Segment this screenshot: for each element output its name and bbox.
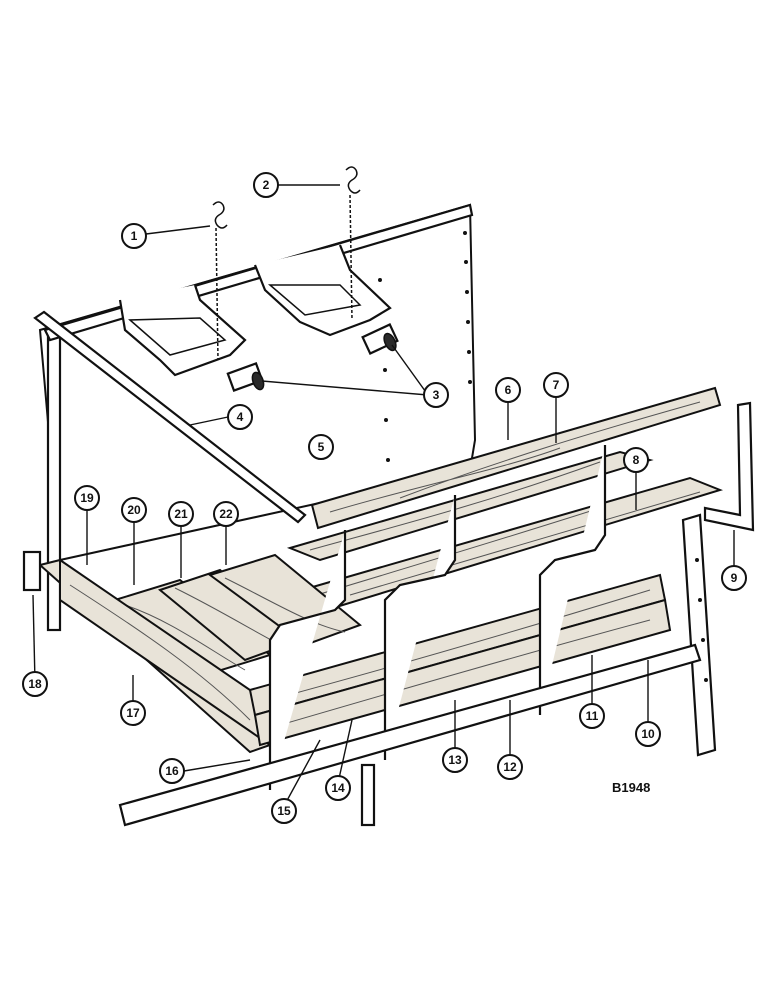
callout-16-label: 16 (165, 764, 179, 778)
front-short-post (360, 763, 376, 827)
floor-slats (112, 553, 362, 677)
callout-11-label: 11 (586, 709, 599, 723)
callout-13-label: 13 (448, 753, 462, 767)
callout-12-label: 12 (503, 760, 517, 774)
callout-4-label: 4 (237, 410, 244, 424)
callout-10-label: 10 (641, 727, 655, 741)
slant-rod (33, 310, 307, 524)
callout-17-label: 17 (126, 706, 140, 720)
callout-6-label: 6 (505, 383, 512, 397)
callout-15-label: 15 (277, 804, 291, 818)
seat-bracket-right (253, 244, 399, 355)
callout-8: 8 (623, 447, 649, 473)
callout-18: 18 (22, 671, 48, 697)
callout-21-label: 21 (174, 507, 188, 521)
seat-bracket-left (118, 284, 265, 392)
callout-14-label: 14 (331, 781, 345, 795)
callout-6: 6 (495, 377, 521, 403)
callout-10: 10 (635, 721, 661, 747)
callout-19-label: 19 (80, 491, 94, 505)
callout-4: 4 (227, 404, 253, 430)
callout-9: 9 (721, 565, 747, 591)
callout-13: 13 (442, 747, 468, 773)
callout-1-label: 1 (131, 229, 138, 243)
callout-2: 2 (253, 172, 279, 198)
seat-support-tubes (268, 445, 607, 790)
front-rail-lower (253, 598, 672, 747)
left-post (46, 328, 62, 632)
callout-11: 11 (579, 703, 605, 729)
callout-15: 15 (271, 798, 297, 824)
callout-17: 17 (120, 700, 146, 726)
callout-9-label: 9 (731, 571, 738, 585)
base-angle-iron (118, 643, 702, 827)
callout-2-label: 2 (263, 178, 270, 192)
callout-18-label: 18 (28, 677, 42, 691)
callout-22: 22 (213, 501, 239, 527)
callout-16: 16 (159, 758, 185, 784)
right-post (681, 513, 717, 757)
callout-19: 19 (74, 485, 100, 511)
callout-22-label: 22 (219, 507, 233, 521)
reference-code: B1948 (612, 780, 650, 795)
callout-5-label: 5 (318, 440, 325, 454)
left-side-board (37, 558, 273, 754)
end-bracket (703, 401, 755, 532)
callout-5: 5 (308, 434, 334, 460)
hook-left (212, 201, 228, 361)
callout-21: 21 (168, 501, 194, 527)
left-end-bracket (22, 550, 42, 592)
callout-3-label: 3 (433, 388, 440, 402)
callout-20-label: 20 (127, 503, 141, 517)
upper-backrest-board (310, 386, 722, 530)
callout-20: 20 (121, 497, 147, 523)
leader-lines (32, 184, 735, 807)
callout-7: 7 (543, 372, 569, 398)
callout-12: 12 (497, 754, 523, 780)
callout-7-label: 7 (553, 378, 560, 392)
callout-14: 14 (325, 775, 351, 801)
callout-1: 1 (121, 223, 147, 249)
hook-right (345, 166, 361, 321)
callout-3: 3 (423, 382, 449, 408)
callout-8-label: 8 (633, 453, 640, 467)
